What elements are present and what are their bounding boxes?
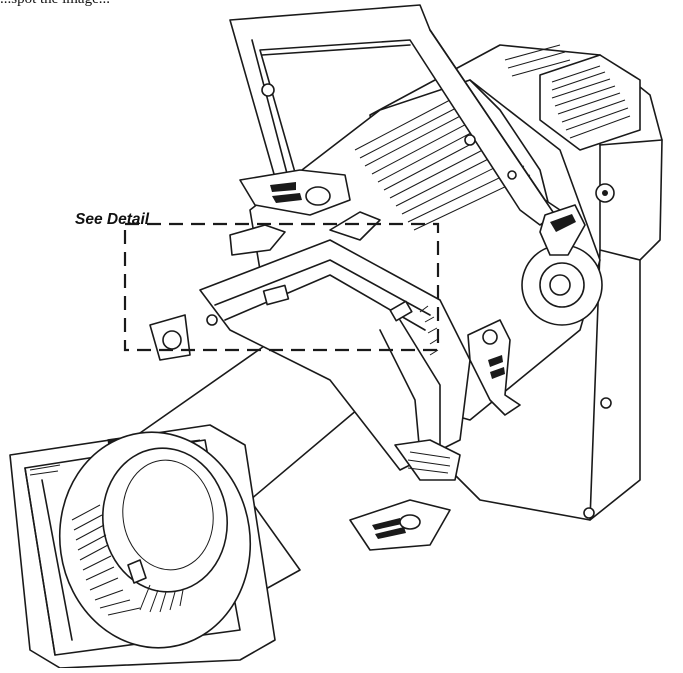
see-detail-label: See Detail — [75, 211, 150, 228]
right-shutter-handle[interactable] — [467, 319, 521, 416]
lens-ribbing — [71, 504, 184, 616]
lower-bolt-icon — [600, 397, 612, 409]
rear-vent-grille — [539, 54, 641, 151]
bottom-shutter-handle[interactable] — [349, 439, 461, 551]
top-shutter-handle[interactable] — [229, 169, 381, 256]
lens-opening — [58, 431, 252, 649]
cooling-vents — [354, 99, 531, 231]
yoke-knob[interactable] — [521, 204, 603, 326]
shutter-rings — [199, 239, 471, 471]
top-caption: ...spot the image... — [0, 0, 110, 8]
left-shutter-handle[interactable] — [149, 314, 218, 361]
detail-callout-box — [123, 222, 440, 352]
